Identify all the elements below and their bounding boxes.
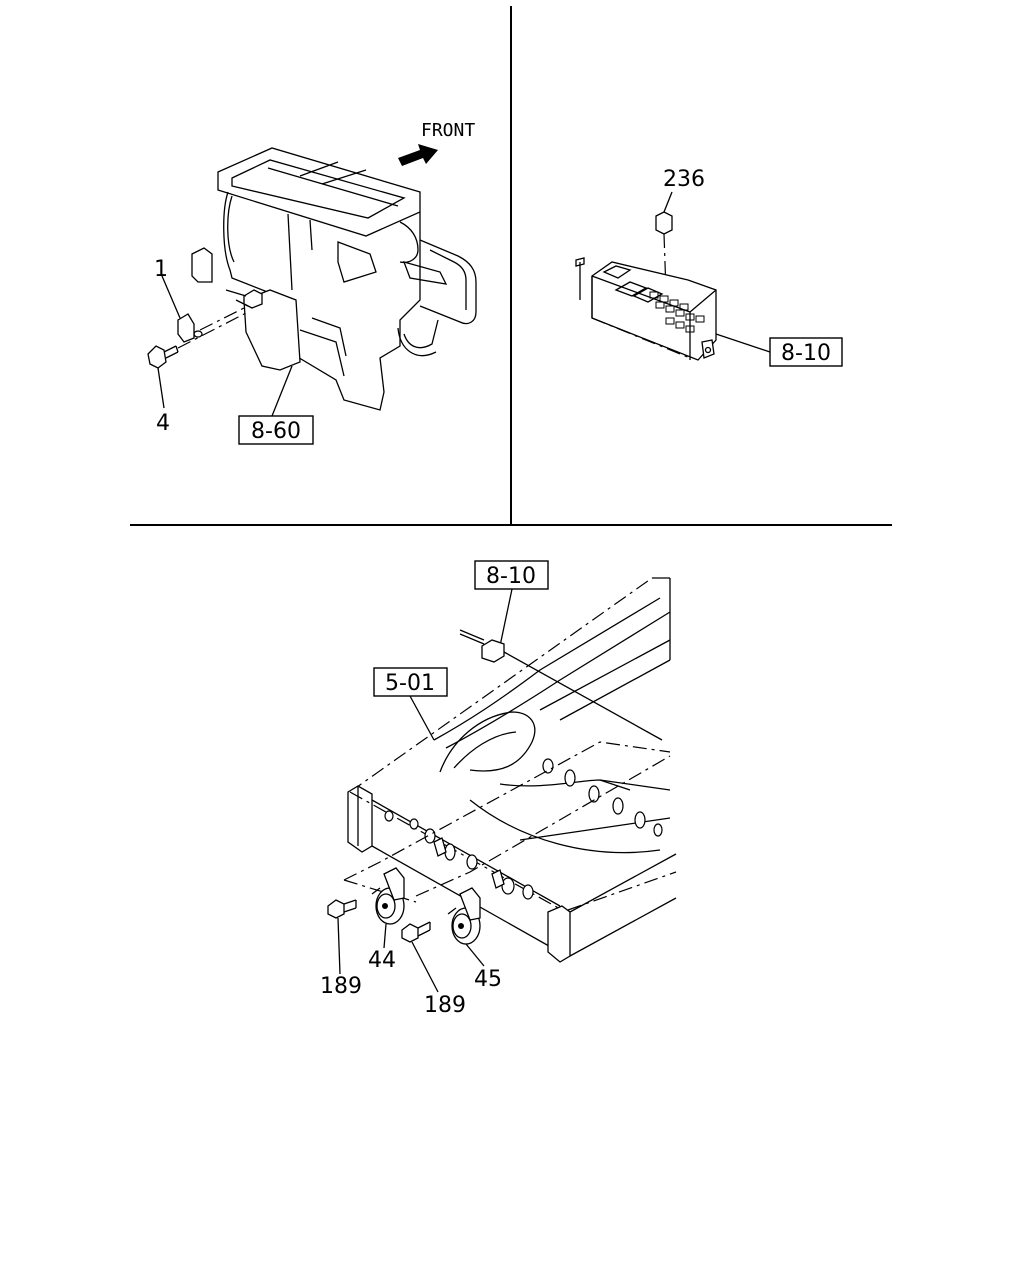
panel-top-left: FRONT [147, 120, 477, 445]
callout-1: 1 [154, 257, 168, 282]
frame-holes [384, 758, 663, 900]
clip-part [177, 313, 195, 343]
callout-236: 236 [663, 167, 705, 192]
horn-45 [447, 887, 481, 945]
callout-4: 4 [156, 411, 170, 436]
screw-part [147, 345, 179, 369]
bolt-189-right [401, 921, 431, 943]
reference-label-5-01: 5-01 [385, 671, 435, 696]
harness-connector [481, 639, 505, 663]
fuse-box-drawing [575, 257, 717, 361]
front-label: FRONT [421, 120, 475, 141]
reference-box-5-01 [373, 667, 448, 697]
panel-top-right: 236 [575, 167, 843, 367]
reference-label-8-60: 8-60 [251, 419, 301, 444]
reference-label-8-10-top: 8-10 [781, 341, 831, 366]
callout-44: 44 [368, 948, 396, 973]
bolt-189-left [327, 899, 357, 919]
reference-box-8-10-top [769, 337, 843, 367]
callout-189-right: 189 [424, 993, 466, 1018]
front-arrow-icon [398, 144, 438, 166]
callout-45: 45 [474, 967, 502, 992]
panel-bottom: 8-10 5-01 [320, 560, 677, 1018]
callout-189-left: 189 [320, 974, 362, 999]
reference-box-8-60 [238, 415, 314, 445]
horn-44 [371, 867, 405, 925]
heater-unit-drawing [191, 147, 477, 411]
chassis-frame-drawing [343, 577, 677, 963]
relay-part [655, 211, 673, 235]
reference-label-8-10-bottom: 8-10 [486, 564, 536, 589]
